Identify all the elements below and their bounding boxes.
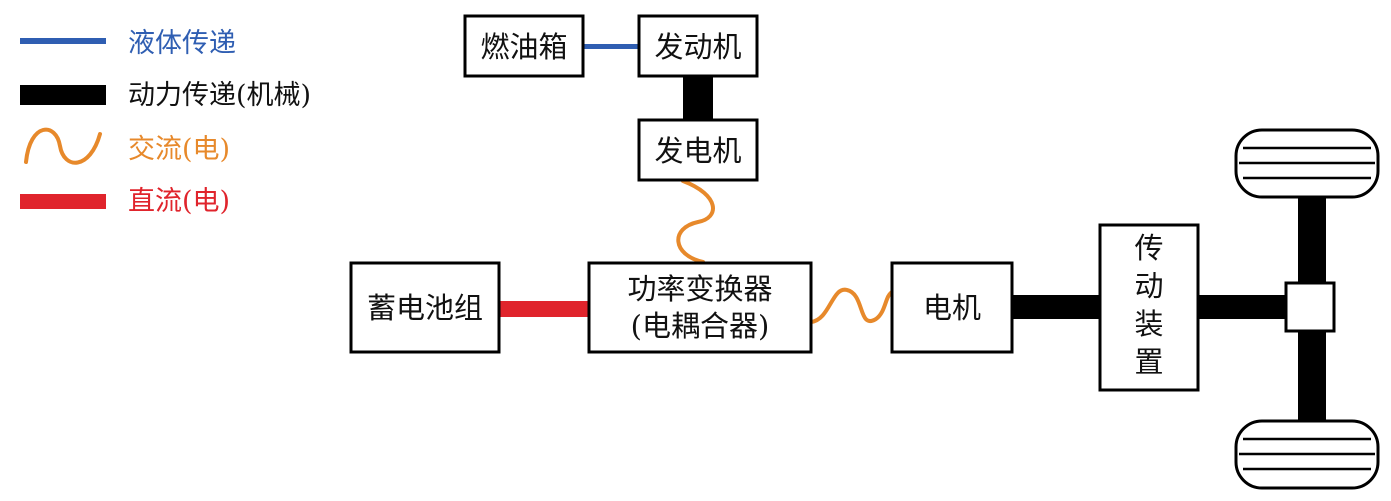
legend-liquid-swatch	[20, 38, 106, 44]
transmission-box	[1098, 223, 1200, 392]
transmission-char-4: 置	[1134, 345, 1163, 379]
transmission-char-3: 装	[1134, 307, 1163, 341]
legend: 液体传递 动力传递(机械) 交流(电) 直流(电)	[20, 28, 311, 217]
legend-liquid-label: 液体传递	[128, 28, 236, 59]
legend-ac-swatch	[24, 127, 102, 165]
engine-block: 发动机	[637, 14, 759, 78]
upper-axle	[1298, 196, 1326, 286]
generator-converter-ac-line	[676, 179, 715, 264]
converter-motor-ac-line	[809, 287, 894, 324]
lower-axle	[1298, 330, 1326, 422]
fuel-tank-block: 燃油箱	[463, 14, 585, 78]
top-wheel	[1234, 128, 1380, 199]
fuel-tank-box	[463, 14, 585, 78]
legend-mechanical-swatch	[20, 85, 106, 105]
bottom-wheel	[1234, 419, 1380, 490]
generator-box	[637, 118, 759, 182]
power-converter-box	[587, 261, 813, 354]
battery-box	[349, 261, 501, 354]
power-converter-sublabel: (电耦合器)	[631, 309, 770, 343]
fuel-tank-label: 燃油箱	[480, 30, 567, 64]
legend-mechanical-label: 动力传递(机械)	[128, 80, 311, 111]
connections	[499, 44, 1326, 422]
legend-ac-label: 交流(电)	[128, 134, 230, 165]
motor-label: 电机	[923, 291, 981, 325]
engine-label: 发动机	[654, 30, 741, 64]
transmission-char-2: 动	[1134, 269, 1163, 303]
motor-transmission-shaft	[1012, 295, 1102, 319]
transmission-differential-shaft	[1198, 295, 1286, 319]
motor-box	[890, 261, 1014, 354]
generator-block: 发电机	[637, 118, 759, 182]
engine-box	[637, 14, 759, 78]
engine-generator-shaft	[683, 76, 713, 120]
battery-label: 蓄电池组	[367, 291, 483, 325]
legend-dc-label: 直流(电)	[128, 186, 230, 217]
legend-dc-swatch	[20, 194, 106, 209]
motor-block: 电机	[890, 261, 1014, 354]
battery-converter-dc-line	[499, 301, 589, 317]
differential-box	[1284, 281, 1336, 333]
transmission-char-1: 传	[1134, 231, 1163, 265]
power-converter-label: 功率变换器	[627, 272, 772, 306]
battery-block: 蓄电池组	[349, 261, 501, 354]
generator-label: 发电机	[654, 134, 741, 168]
fuel-line	[582, 44, 640, 49]
transmission-block: 传 动 装 置	[1098, 223, 1200, 392]
power-converter-block: 功率变换器 (电耦合器)	[587, 261, 813, 354]
